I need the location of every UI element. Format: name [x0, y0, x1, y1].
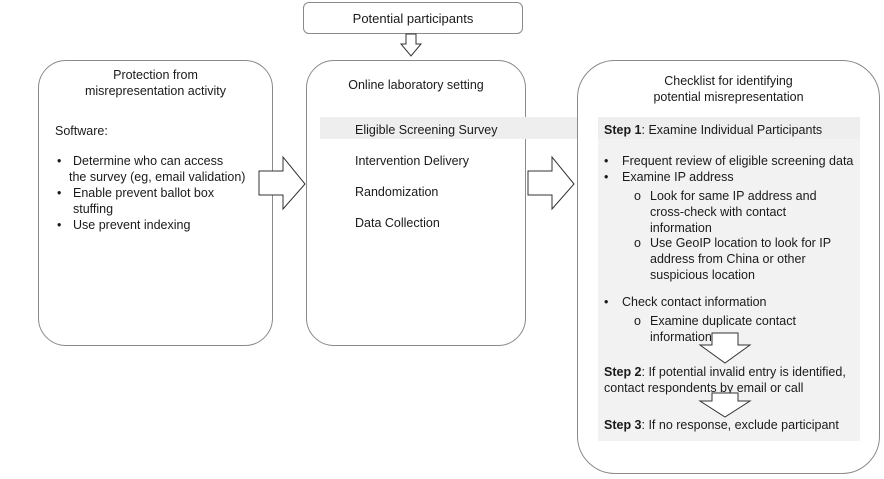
contact-sub-line1: Examine duplicate contact — [650, 314, 796, 328]
bullet-dot: • — [604, 170, 609, 184]
step3-text: : If no response, exclude participant — [641, 418, 839, 432]
step2-text-line1: : If potential invalid entry is identifi… — [641, 365, 846, 379]
sub-bullet-circle: o — [634, 189, 641, 203]
ip-sub-1-line3: information — [650, 221, 712, 235]
step3: Step 3: If no response, exclude particip… — [604, 417, 839, 433]
left-bullet-3-line1: Use prevent indexing — [73, 218, 191, 232]
protection-title-line2: misrepresentation activity — [84, 84, 227, 98]
left-bullet-2-line2: stuffing — [73, 202, 114, 216]
step3-label: Step 3 — [604, 418, 642, 432]
protection-title-line1: Protection from — [113, 68, 198, 82]
down-arrow-icon — [698, 392, 752, 418]
step2-label: Step 2 — [604, 365, 642, 379]
step1-text: : Examine Individual Participants — [641, 123, 823, 137]
left-bullet-2-line1: Enable prevent ballot box — [73, 186, 215, 200]
ip-sub-1-line2: cross-check with contact — [650, 205, 787, 219]
ip-sub-2-line2: address from China or other — [650, 252, 806, 266]
left-bullet-1-line1: Determine who can access — [73, 154, 224, 168]
bullet-dot: • — [57, 186, 62, 200]
right-bullet-screening: Frequent review of eligible screening da… — [622, 154, 854, 168]
right-bullet-ip: Examine IP address — [622, 170, 734, 184]
middle-item-screening: Eligible Screening Survey — [355, 123, 498, 137]
potential-participants-label: Potential participants — [352, 11, 474, 26]
checklist-title-line1: Checklist for identifying — [664, 74, 793, 88]
ip-sub-2-line3: suspicious location — [650, 268, 755, 282]
online-lab-title: Online laboratory setting — [348, 78, 484, 92]
sub-bullet-circle: o — [634, 236, 641, 250]
right-arrow-icon — [527, 155, 575, 211]
contact-sub-line2: information — [650, 330, 712, 344]
checklist-shaded-area — [598, 139, 860, 441]
checklist-title-line2: potential misrepresentation — [653, 90, 804, 104]
sub-bullet-circle: o — [634, 314, 641, 328]
highlight-band-right — [598, 117, 860, 139]
middle-item-data-collection: Data Collection — [355, 216, 440, 230]
left-bullet-1-line2: the survey (eg, email validation) — [69, 170, 246, 184]
middle-item-intervention: Intervention Delivery — [355, 154, 469, 168]
bullet-dot: • — [57, 154, 62, 168]
software-label: Software: — [55, 124, 108, 138]
right-bullet-contact: Check contact information — [622, 295, 767, 309]
down-arrow-icon — [399, 33, 423, 57]
bullet-dot: • — [604, 295, 609, 309]
bullet-dot: • — [604, 154, 609, 168]
step1: Step 1: Examine Individual Participants — [604, 122, 822, 138]
step2-line1: Step 2: If potential invalid entry is id… — [604, 364, 846, 380]
step1-label: Step 1 — [604, 123, 642, 137]
bullet-dot: • — [57, 218, 62, 232]
ip-sub-2-line1: Use GeoIP location to look for IP — [650, 236, 832, 250]
online-lab-box: Online laboratory setting — [306, 60, 526, 346]
potential-participants-box: Potential participants — [303, 2, 523, 34]
right-arrow-icon — [258, 155, 306, 211]
down-arrow-icon — [698, 332, 752, 364]
step2-text-line2: contact respondents by email or call — [604, 381, 804, 395]
middle-item-randomization: Randomization — [355, 185, 439, 199]
ip-sub-1-line1: Look for same IP address and — [650, 189, 817, 203]
protection-box: Protection from misrepresentation activi… — [38, 60, 273, 346]
